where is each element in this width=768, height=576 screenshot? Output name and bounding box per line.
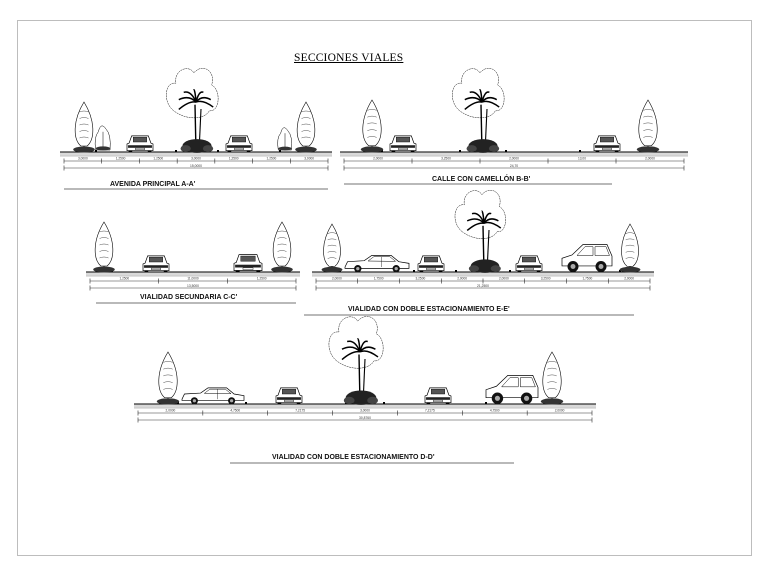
dimension-value: 1,2500	[267, 157, 277, 161]
dimension-value: 2,0000	[645, 157, 655, 161]
dimension-value: 4,7500	[490, 409, 500, 413]
page-title: SECCIONES VIALES	[294, 52, 404, 64]
dimension-value: 1,2500	[116, 157, 126, 161]
section-label-b: CALLE CON CAMELLÓN B-B'	[432, 174, 531, 183]
dimension-value: 2,0000	[166, 409, 176, 413]
dimension-value: 1,2500	[257, 277, 267, 281]
cypress-tree	[156, 351, 180, 405]
dimension-value: 7,2175	[425, 409, 435, 413]
car-rear	[126, 135, 154, 152]
dimension-total: 21,2500	[477, 284, 489, 288]
sedan-side	[344, 255, 410, 273]
car-rear	[389, 135, 417, 152]
palm-tree	[452, 68, 505, 153]
dimension-value: 1,2500	[153, 157, 163, 161]
dimension-value: 3,0000	[304, 157, 314, 161]
car-rear	[593, 135, 621, 152]
road-profile-c	[86, 270, 300, 277]
dimension-value: 13,00	[578, 157, 586, 161]
dimension-value: 2,0000	[332, 277, 342, 281]
dimension-value: 1,2500	[229, 157, 239, 161]
car-rear	[515, 255, 543, 272]
palm-tree	[166, 68, 219, 153]
hatchback-side	[485, 375, 539, 404]
dimension-value: 4,7500	[230, 409, 240, 413]
dimension-value: 1,2500	[119, 277, 129, 281]
dimension-total: 15,0000	[190, 164, 202, 168]
dimension-value: 3,2500	[441, 157, 451, 161]
sedan-side	[181, 387, 245, 405]
cypress-tree	[271, 221, 293, 273]
section-label-d: VIALIDAD CON DOBLE ESTACIONAMIENTO D-D'	[272, 452, 435, 461]
sheet-frame	[17, 20, 752, 556]
cypress-tree	[73, 101, 95, 153]
dimension-chain-0: 3,0000 1,2500 1,2500 3,0000 1,2500 1,2500 3,00…	[63, 157, 329, 171]
dimension-value: 3,2500	[416, 277, 426, 281]
dimension-value: 11,0000	[187, 277, 199, 281]
dimension-value: 3,0000	[360, 409, 370, 413]
dimension-chain-2: 1,2500 11,0000 1,2500 13,5000	[89, 277, 297, 291]
car-rear	[424, 387, 452, 404]
dimension-value: 2,0000	[457, 277, 467, 281]
car-rear	[142, 255, 170, 272]
cypress-tree	[321, 223, 343, 273]
section-label-e: VIALIDAD CON DOBLE ESTACIONAMIENTO E-E'	[348, 304, 510, 313]
dimension-chain-1: 2,0000 3,2500 2,0000 13,00 2,0000 24,70	[343, 157, 685, 171]
section-label-c: VIALIDAD SECUNDARIA C-C'	[140, 292, 238, 301]
shrub	[94, 125, 111, 151]
dimension-total: 13,5000	[187, 284, 199, 288]
dimension-chain-3: 2,0000 1,7500 3,2500 2,0000 2,0000 3,2500 1,75…	[315, 277, 651, 291]
car-rear	[417, 255, 445, 272]
dimension-value: 7,2175	[295, 409, 305, 413]
cypress-tree	[540, 351, 564, 405]
dimension-value: 2,0000	[373, 157, 383, 161]
dimension-value: 3,0000	[191, 157, 201, 161]
shrub	[277, 127, 292, 151]
car-rear	[233, 254, 263, 272]
dimension-value: 2,0000	[624, 277, 634, 281]
hatchback-side	[561, 244, 613, 272]
dimension-value: 3,2500	[541, 277, 551, 281]
dimension-value: 1,7500	[583, 277, 593, 281]
section-label-a: AVENIDA PRINCIPAL A-A'	[110, 179, 196, 188]
cypress-tree	[93, 221, 115, 273]
cypress-tree	[360, 99, 384, 153]
cypress-tree	[295, 101, 317, 153]
dimension-chain-4: 2,0000 4,7500 7,2175 3,0000 7,2175 4,7500 2,00…	[137, 409, 593, 423]
palm-tree	[328, 316, 384, 405]
cypress-tree	[619, 223, 641, 273]
dimension-value: 2,0000	[555, 409, 565, 413]
dimension-total: 30,8760	[359, 416, 371, 420]
cypress-tree	[636, 99, 660, 153]
dimension-total: 24,70	[510, 164, 518, 168]
dimension-value: 3,0000	[78, 157, 88, 161]
dimension-value: 1,7500	[374, 277, 384, 281]
dimension-value: 2,0000	[509, 157, 519, 161]
road-profile-b	[340, 150, 688, 157]
palm-tree	[454, 190, 506, 273]
dimension-value: 2,0000	[499, 277, 509, 281]
car-rear	[275, 387, 303, 404]
car-rear	[225, 135, 253, 152]
